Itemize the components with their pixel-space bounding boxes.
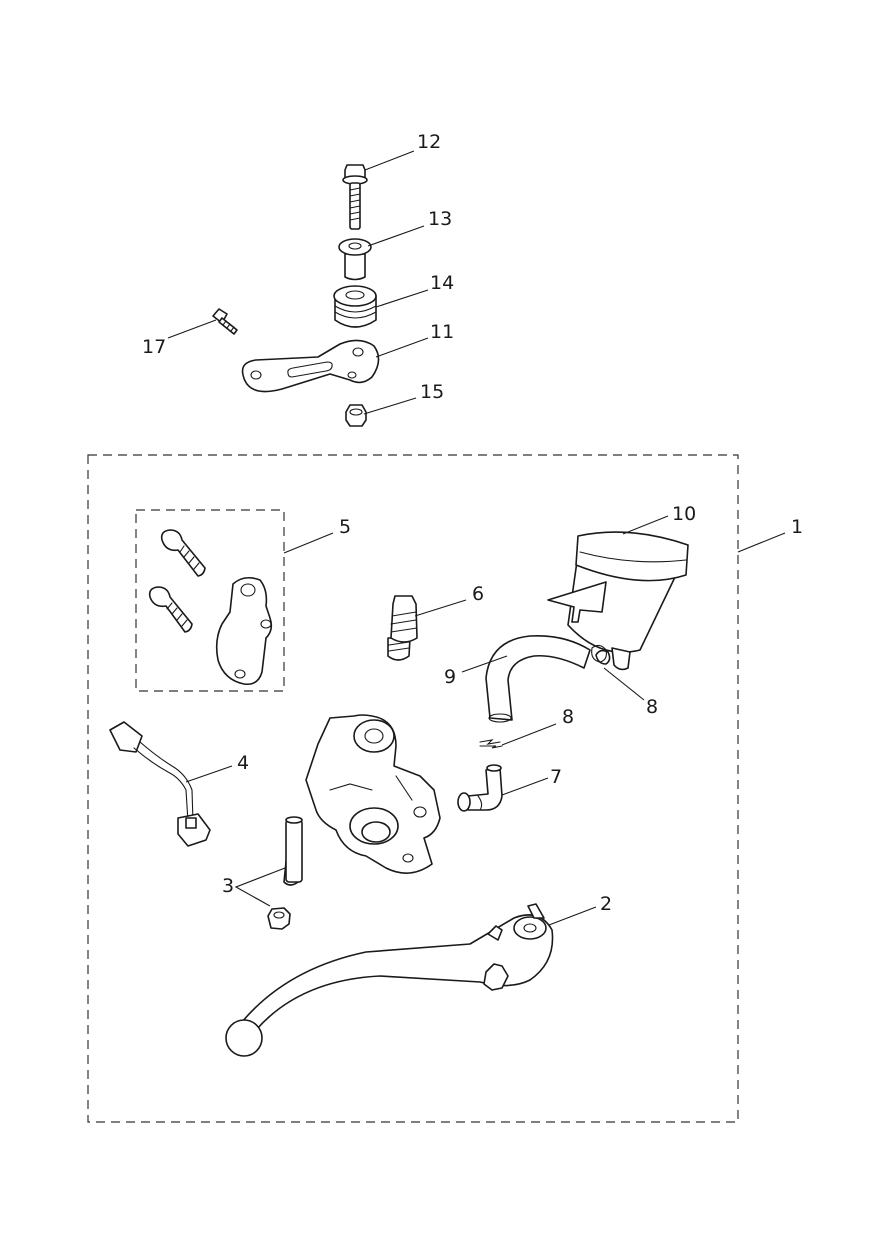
part-6-adaptor[interactable] <box>387 595 418 661</box>
part-7-elbow[interactable] <box>457 764 503 812</box>
callout-12: 12 <box>417 131 441 153</box>
callout-14: 14 <box>430 272 454 294</box>
part-9-hose[interactable] <box>485 634 591 723</box>
callout-6: 6 <box>472 583 484 605</box>
part-17-screw[interactable] <box>212 308 238 335</box>
callout-7: 7 <box>550 766 562 788</box>
callout-3: 3 <box>222 875 234 897</box>
part-12-bolt[interactable] <box>342 164 368 230</box>
callout-5: 5 <box>339 516 351 538</box>
part-15-nut[interactable] <box>345 404 367 427</box>
callout-17: 17 <box>142 336 166 358</box>
master-cylinder-assembly-boundary <box>87 454 739 1123</box>
callout-8-upper: 8 <box>646 696 658 718</box>
part-8-clip-lower[interactable] <box>479 739 503 749</box>
part-5-clamp-kit[interactable] <box>148 529 273 686</box>
part-13-spacer[interactable] <box>338 238 372 281</box>
master-cylinder-body[interactable] <box>305 714 441 874</box>
part-2-lever[interactable] <box>225 903 554 1057</box>
callout-10: 10 <box>672 503 696 525</box>
callout-2: 2 <box>600 893 612 915</box>
callout-15: 15 <box>420 381 444 403</box>
part-4-brake-switch[interactable] <box>109 721 211 847</box>
callout-4: 4 <box>237 752 249 774</box>
part-8-clip-upper[interactable] <box>591 644 607 663</box>
leader-lines <box>167 150 786 926</box>
callout-11: 11 <box>430 321 454 343</box>
part-10-reservoir[interactable] <box>547 531 689 671</box>
callout-9: 9 <box>444 666 456 688</box>
part-11-bracket[interactable] <box>241 339 380 393</box>
part-3-pivot[interactable] <box>267 816 303 930</box>
callout-1: 1 <box>791 516 803 538</box>
callout-8-lower: 8 <box>562 706 574 728</box>
part-14-grommet[interactable] <box>333 285 377 328</box>
callout-labels: 12 13 14 17 11 15 5 10 1 6 9 8 8 4 7 3 2 <box>142 131 803 915</box>
callout-13: 13 <box>428 208 452 230</box>
